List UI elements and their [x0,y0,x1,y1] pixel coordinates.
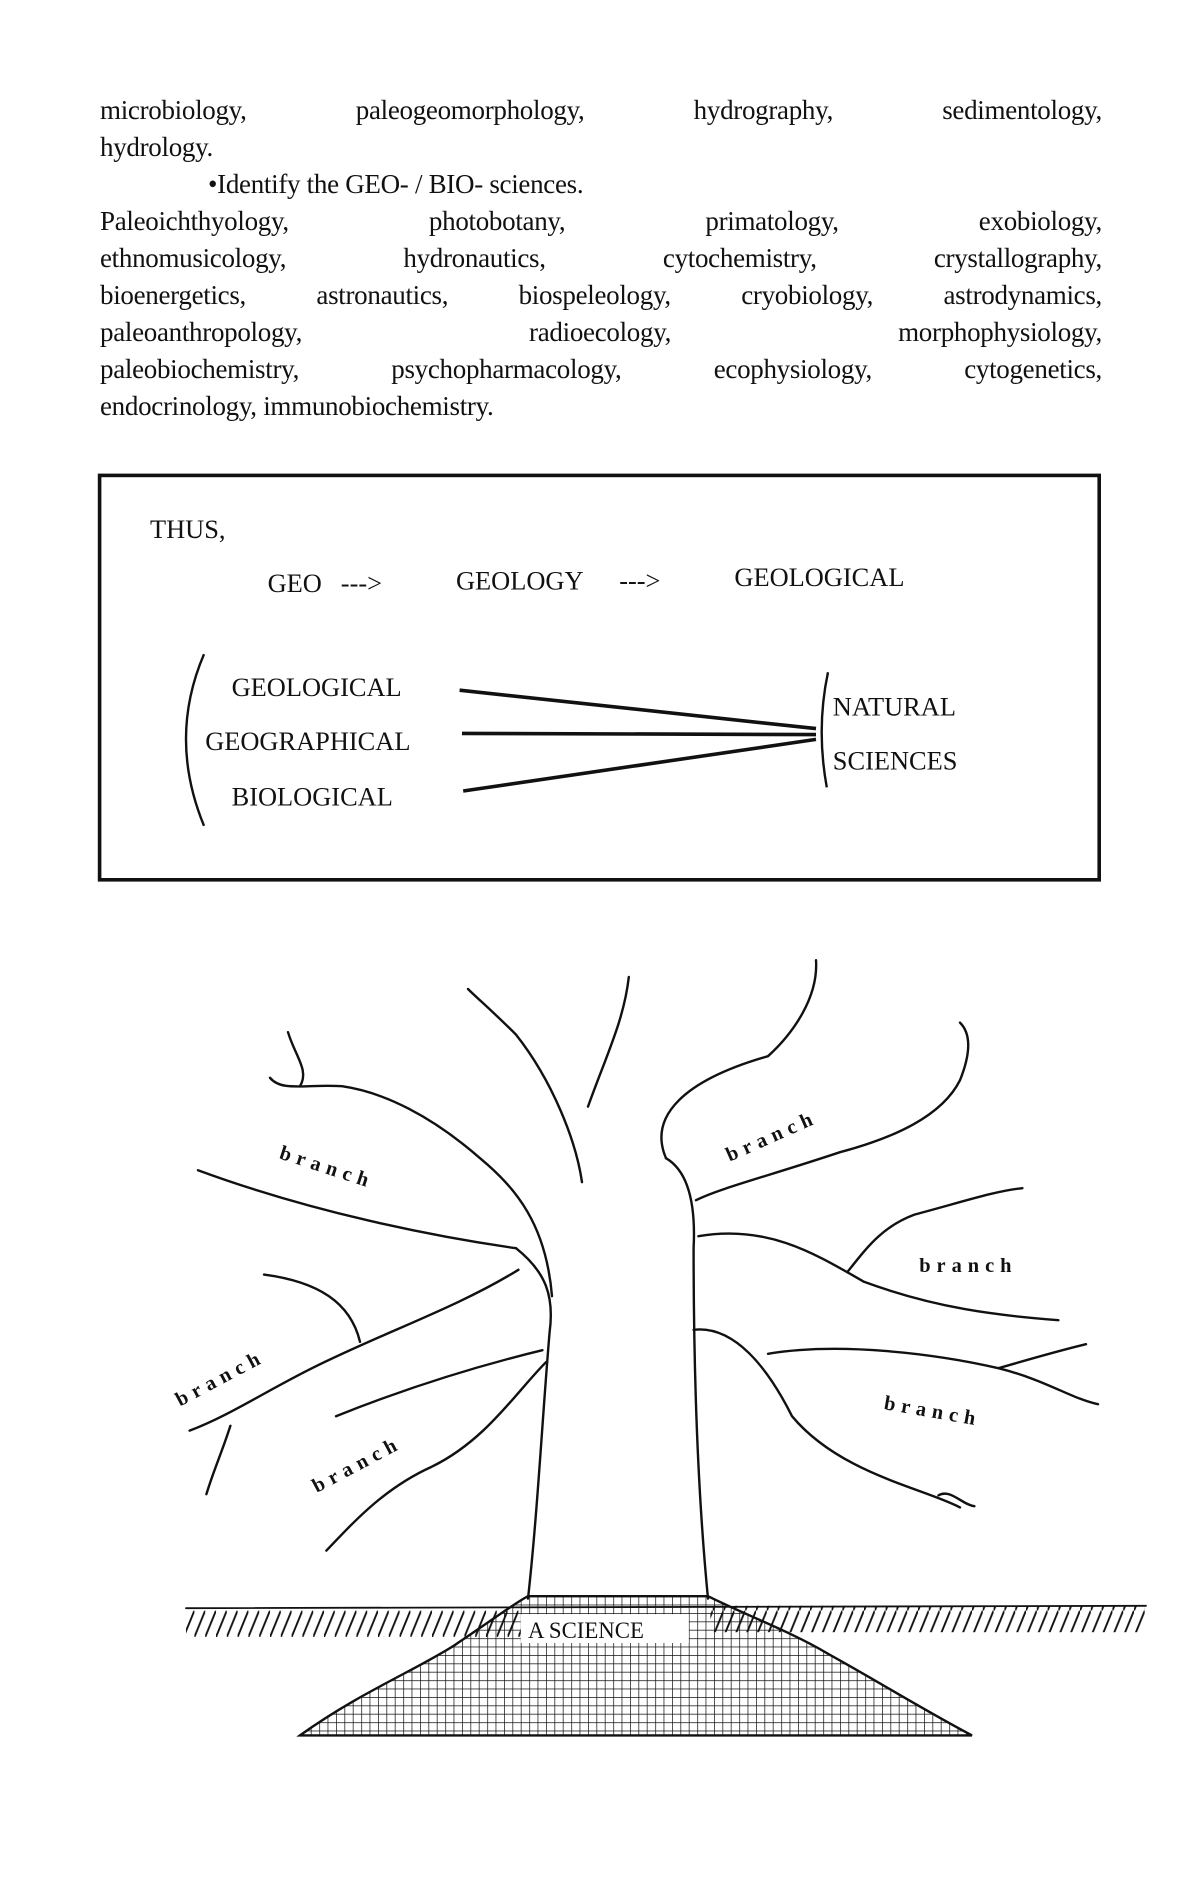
derivation-box: THUS, GEO ---> GEOLOGY ---> GEOLOGICAL G… [100,475,1100,879]
right-bracket [822,672,828,787]
branch-label: branch [309,1432,406,1498]
branch-label: branch [172,1345,269,1411]
chain-geological: GEOLOGICAL [734,562,904,592]
output-sciences: SCIENCES [833,745,958,775]
thus-label: THUS, [150,514,226,544]
input-biological: BIOLOGICAL [232,781,393,811]
trunk-right [666,1158,708,1598]
chain-geo: GEO [268,568,322,598]
branch-label: branch [882,1392,983,1431]
branch-label: branch [919,1255,1017,1277]
output-natural: NATURAL [833,691,956,721]
input-geographical: GEOGRAPHICAL [205,726,410,756]
connector-lines [460,690,816,791]
trunk-left [516,1248,551,1598]
input-geological: GEOLOGICAL [232,672,402,702]
arrow-2: ---> [619,565,660,595]
science-tree: branch branch branch branch branch branc… [172,960,1146,1735]
arrow-1: ---> [341,568,382,598]
left-bracket [186,654,204,826]
chain-geology: GEOLOGY [456,565,584,595]
branch-label: branch [277,1142,377,1193]
branch-label: branch [723,1106,822,1166]
root-label: A SCIENCE [528,1618,644,1643]
